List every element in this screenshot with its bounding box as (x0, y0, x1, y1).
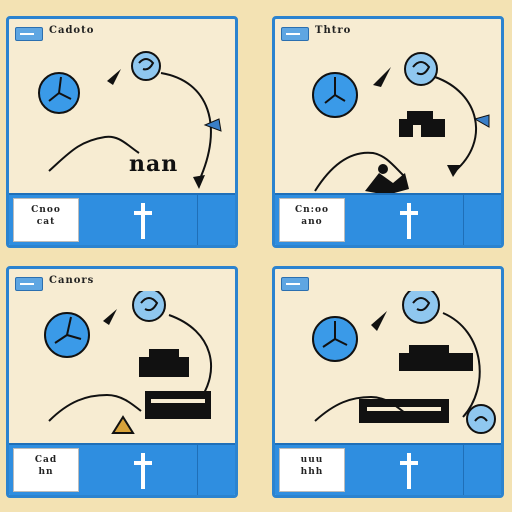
panel-tag-icon[interactable] (281, 27, 309, 41)
panel-bottom-right: uuu hhh (272, 266, 504, 498)
cross-icon[interactable] (131, 201, 155, 241)
card-line-2: cat (36, 217, 56, 227)
info-card[interactable]: Cnoo cat (13, 198, 79, 242)
curved-arrow-icon (168, 314, 212, 402)
scene-label: nan (129, 151, 179, 177)
clock-icon (44, 312, 90, 358)
card-line-2: hhh (300, 467, 324, 477)
badge-icon (132, 291, 166, 322)
hill-line (48, 135, 140, 172)
bar-divider (463, 445, 464, 495)
clock-icon (312, 316, 358, 362)
cross-icon[interactable] (397, 201, 421, 241)
bottom-bar: Cnoo cat (9, 193, 235, 245)
pointer-icon (371, 311, 387, 331)
card-line-2: ano (301, 217, 323, 227)
bottom-bar: Cad hn (9, 443, 235, 495)
panel-title: Thtro (315, 25, 352, 36)
badge-icon (466, 404, 496, 434)
curved-arrow-icon (160, 72, 212, 182)
scene-illustration (44, 291, 212, 434)
bar-divider (197, 195, 198, 245)
bottom-bar: Cn:oo ano (275, 193, 501, 245)
info-card[interactable]: Cn:oo ano (279, 198, 345, 242)
bar-divider (463, 195, 464, 245)
panel-tag-icon[interactable] (281, 277, 309, 291)
warning-icon (111, 415, 135, 434)
building-icon (399, 111, 445, 137)
card-line-1: Cn:oo (294, 205, 330, 215)
card-line-1: Cad (34, 455, 58, 465)
card-line-1: Cnoo (31, 205, 61, 215)
panel-title: Cadoto (49, 25, 95, 36)
clock-icon (312, 72, 358, 118)
pointer-icon (103, 309, 117, 325)
bar-divider (197, 445, 198, 495)
badge-icon (402, 291, 440, 324)
bottom-bar: uuu hhh (275, 443, 501, 495)
clock-icon (38, 72, 80, 114)
info-card[interactable]: uuu hhh (279, 448, 345, 492)
building-icon (359, 345, 473, 423)
badge-icon (131, 51, 161, 81)
scene-illustration (312, 291, 496, 434)
panel-bottom-left: Canors Cad hn (6, 266, 238, 498)
card-line-1: uuu (300, 455, 324, 465)
badge-icon (404, 52, 438, 86)
card-line-2: hn (38, 467, 54, 477)
pointer-icon (107, 69, 121, 85)
panel-tag-icon[interactable] (15, 27, 43, 41)
hill-line (314, 151, 404, 192)
pointer-icon (373, 67, 391, 87)
scene-illustration (38, 51, 222, 189)
panel-top-right: Thtro Cn:oo ano (272, 16, 504, 248)
cross-icon[interactable] (131, 451, 155, 491)
figure-icon (365, 164, 409, 195)
building-icon (139, 349, 211, 419)
panel-tag-icon[interactable] (15, 277, 43, 291)
hill-line (314, 395, 406, 422)
curved-arrow-icon (442, 312, 481, 418)
hill-line (48, 393, 142, 422)
scene-illustration (312, 52, 490, 195)
panel-title: Canors (49, 275, 95, 286)
panel-top-left: Cadoto nan Cnoo cat (6, 16, 238, 248)
info-card[interactable]: Cad hn (13, 448, 79, 492)
cross-icon[interactable] (397, 451, 421, 491)
